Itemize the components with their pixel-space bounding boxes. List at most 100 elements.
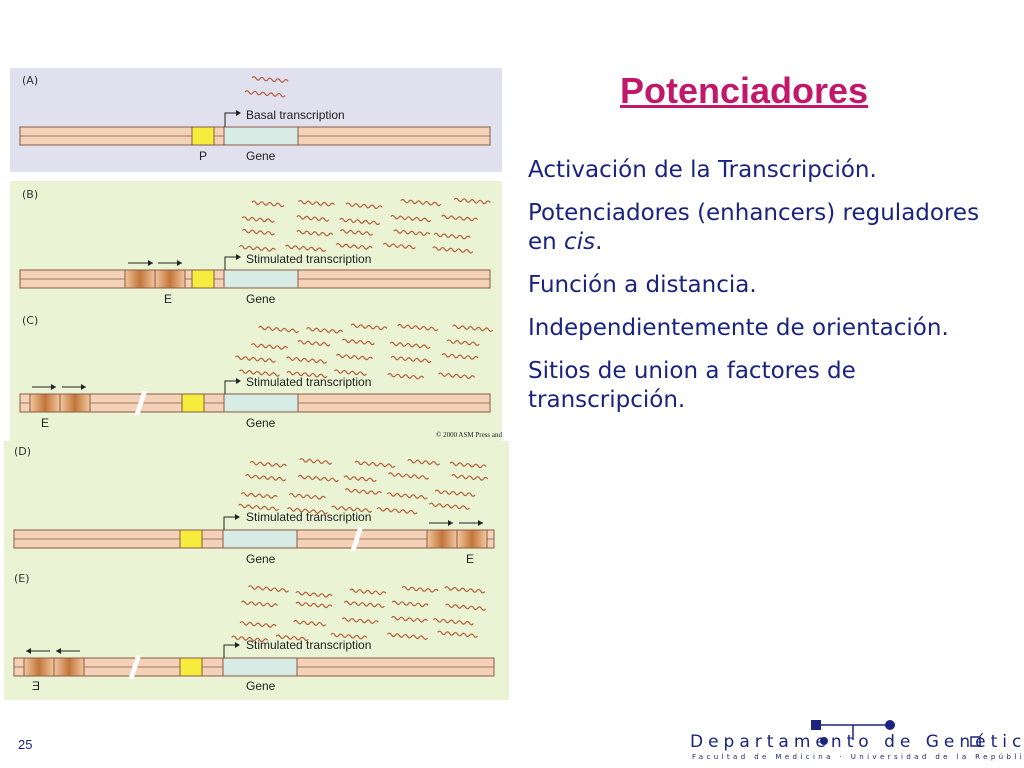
enhancer-element — [456, 529, 488, 549]
mrna-transcript — [343, 475, 377, 483]
mrna-transcript — [451, 474, 489, 481]
mrna-transcript — [249, 460, 287, 468]
tss-arrow — [224, 112, 237, 127]
mrna-transcript — [330, 632, 368, 640]
bullet-item: Sitios de union a factores de transcripc… — [528, 357, 998, 415]
gene-box — [222, 529, 298, 549]
bullet-list: Activación de la Transcripción. Potencia… — [528, 156, 998, 429]
mrna-transcript — [339, 217, 381, 226]
mrna-transcript — [376, 507, 418, 515]
mrna-transcript — [297, 339, 331, 347]
arrow-head — [177, 260, 182, 266]
element-label: E — [164, 292, 173, 306]
bullet-item: Independientemente de orientación. — [528, 314, 998, 343]
gene-box — [223, 393, 299, 413]
panel-label: (E) — [14, 572, 30, 585]
arrow-head — [235, 514, 240, 520]
panel-de-diagram — [13, 458, 495, 679]
bullet-text: Activación de la Transcripción. — [528, 157, 877, 183]
mrna-transcript — [295, 590, 333, 598]
mrna-transcript — [400, 198, 442, 207]
mrna-transcript — [349, 588, 387, 596]
figure-panel-bc: (B) (C) Stimulated transcription E Gene … — [10, 181, 502, 441]
panel-label: (B) — [22, 188, 39, 201]
mrna-transcript — [386, 632, 428, 640]
enhancer-element — [53, 657, 85, 677]
arrow-head — [51, 384, 56, 390]
bullet-text: Independientemente de orientación. — [528, 315, 949, 341]
bullet-text: Potenciadores (enhancers) reguladores en — [528, 200, 980, 255]
department-name: Departamento de Genética — [690, 732, 1024, 752]
mrna-transcript — [445, 603, 487, 611]
mrna-transcript — [251, 76, 289, 83]
promoter-box — [179, 657, 203, 677]
mrna-transcript — [441, 214, 479, 222]
mrna-transcript — [306, 326, 344, 334]
slide-number: 25 — [18, 737, 33, 752]
element-label: E — [466, 552, 475, 566]
bullet-text: . — [595, 229, 603, 255]
department-subtitle: Facultad de Medicina · Universidad de la… — [692, 753, 1024, 761]
mrna-transcript — [297, 199, 335, 207]
bullet-item: Función a distancia. — [528, 271, 998, 300]
mrna-transcript — [452, 324, 494, 332]
gene-box — [222, 657, 298, 677]
mrna-transcript — [245, 474, 287, 482]
mrna-transcript — [350, 323, 388, 331]
arrow-head — [56, 648, 61, 654]
copyright-note: © 2000 ASM Press and — [436, 431, 502, 439]
break-mark — [134, 391, 148, 415]
mrna-transcript — [382, 242, 416, 250]
enhancer-element — [23, 657, 55, 677]
panel-caption: Stimulated transcription — [246, 510, 372, 524]
promoter-box — [191, 126, 215, 146]
mrna-transcript — [331, 505, 373, 513]
mrna-transcript — [401, 585, 439, 593]
break-mark — [350, 527, 364, 551]
mrna-transcript — [258, 325, 300, 334]
mrna-transcript — [391, 615, 429, 623]
mrna-transcript — [275, 634, 309, 642]
mrna-transcript — [391, 600, 429, 608]
mrna-transcript — [244, 90, 286, 98]
arrow-head — [26, 648, 31, 654]
panel-caption: Stimulated transcription — [246, 638, 372, 652]
mrna-transcript — [354, 460, 396, 468]
gene-label: Gene — [246, 292, 276, 306]
mrna-transcript — [428, 502, 470, 510]
genetics-logo-icon — [811, 720, 981, 747]
mrna-transcript — [397, 323, 439, 332]
mrna-transcript — [437, 630, 479, 638]
break-mark — [128, 655, 142, 679]
mrna-transcript — [393, 229, 431, 236]
mrna-transcript — [240, 492, 278, 499]
mrna-transcript — [389, 341, 431, 349]
mrna-transcript — [299, 458, 333, 465]
mrna-transcript — [231, 635, 269, 643]
mrna-transcript — [335, 353, 373, 361]
mrna-transcript — [390, 355, 432, 364]
department-logo: Departamento de Genética Facultad de Med… — [690, 718, 1024, 762]
tss-arrow — [224, 380, 237, 394]
mrna-transcript — [238, 369, 280, 377]
figure-panel-de: (D) (E) Stimulated transcription Gene E … — [4, 441, 509, 700]
arrow-head — [448, 520, 453, 526]
bullet-item: Activación de la Transcripción. — [528, 156, 998, 185]
mrna-transcript — [286, 356, 328, 364]
mrna-transcript — [344, 488, 382, 495]
panel-caption: Stimulated transcription — [246, 375, 372, 389]
mrna-transcript — [295, 601, 333, 609]
mrna-transcript — [386, 492, 428, 500]
arrow-head — [236, 378, 241, 384]
mrna-transcript — [432, 618, 474, 626]
element-label-mirrored: E — [32, 679, 41, 693]
mrna-transcript — [433, 232, 471, 240]
mrna-transcript — [248, 585, 290, 593]
mrna-transcript — [438, 372, 476, 380]
mrna-transcript — [251, 200, 285, 208]
mrna-transcript — [335, 242, 373, 250]
mrna-transcript — [284, 244, 326, 252]
mrna-transcript — [286, 370, 328, 379]
bullet-text: Función a distancia. — [528, 272, 757, 298]
tss-arrow — [223, 644, 236, 658]
